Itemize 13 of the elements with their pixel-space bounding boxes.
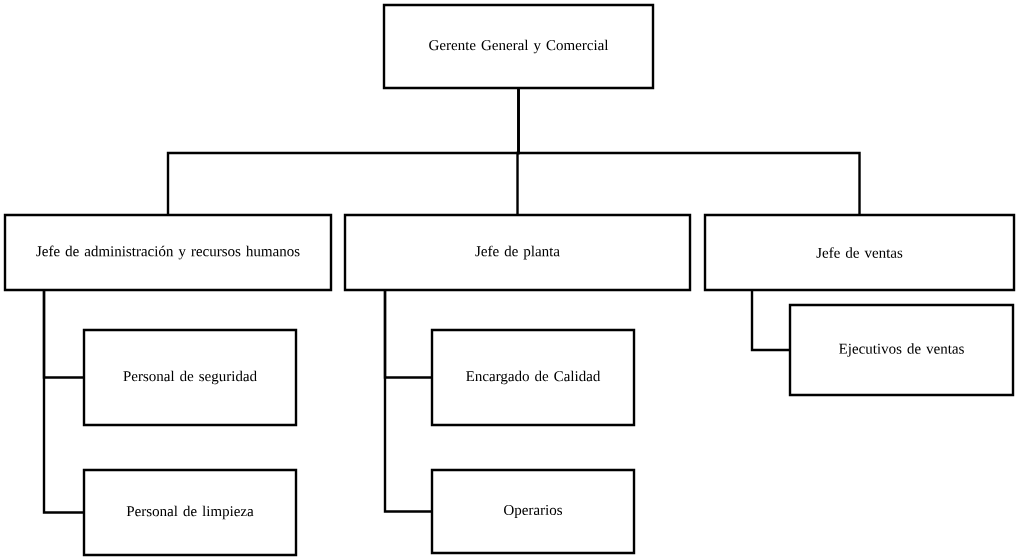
org-box: Personal de seguridad (82, 328, 298, 427)
org-box: Gerente General y Comercial (382, 3, 655, 90)
connector-line (517, 88, 861, 215)
connector-line (383, 290, 432, 513)
org-box: Jefe de ventas (703, 213, 1016, 292)
connector-line (750, 290, 790, 352)
org-box: Jefe de planta (343, 213, 692, 292)
org-box: Personal de limpieza (82, 468, 298, 557)
connector-line (42, 290, 84, 514)
org-box: Encargado de Calidad (430, 328, 636, 427)
org-box: Jefe de administración y recursos humanos (3, 213, 333, 292)
org-box: Operarios (430, 468, 636, 555)
org-box: Ejecutivos de ventas (788, 303, 1015, 397)
